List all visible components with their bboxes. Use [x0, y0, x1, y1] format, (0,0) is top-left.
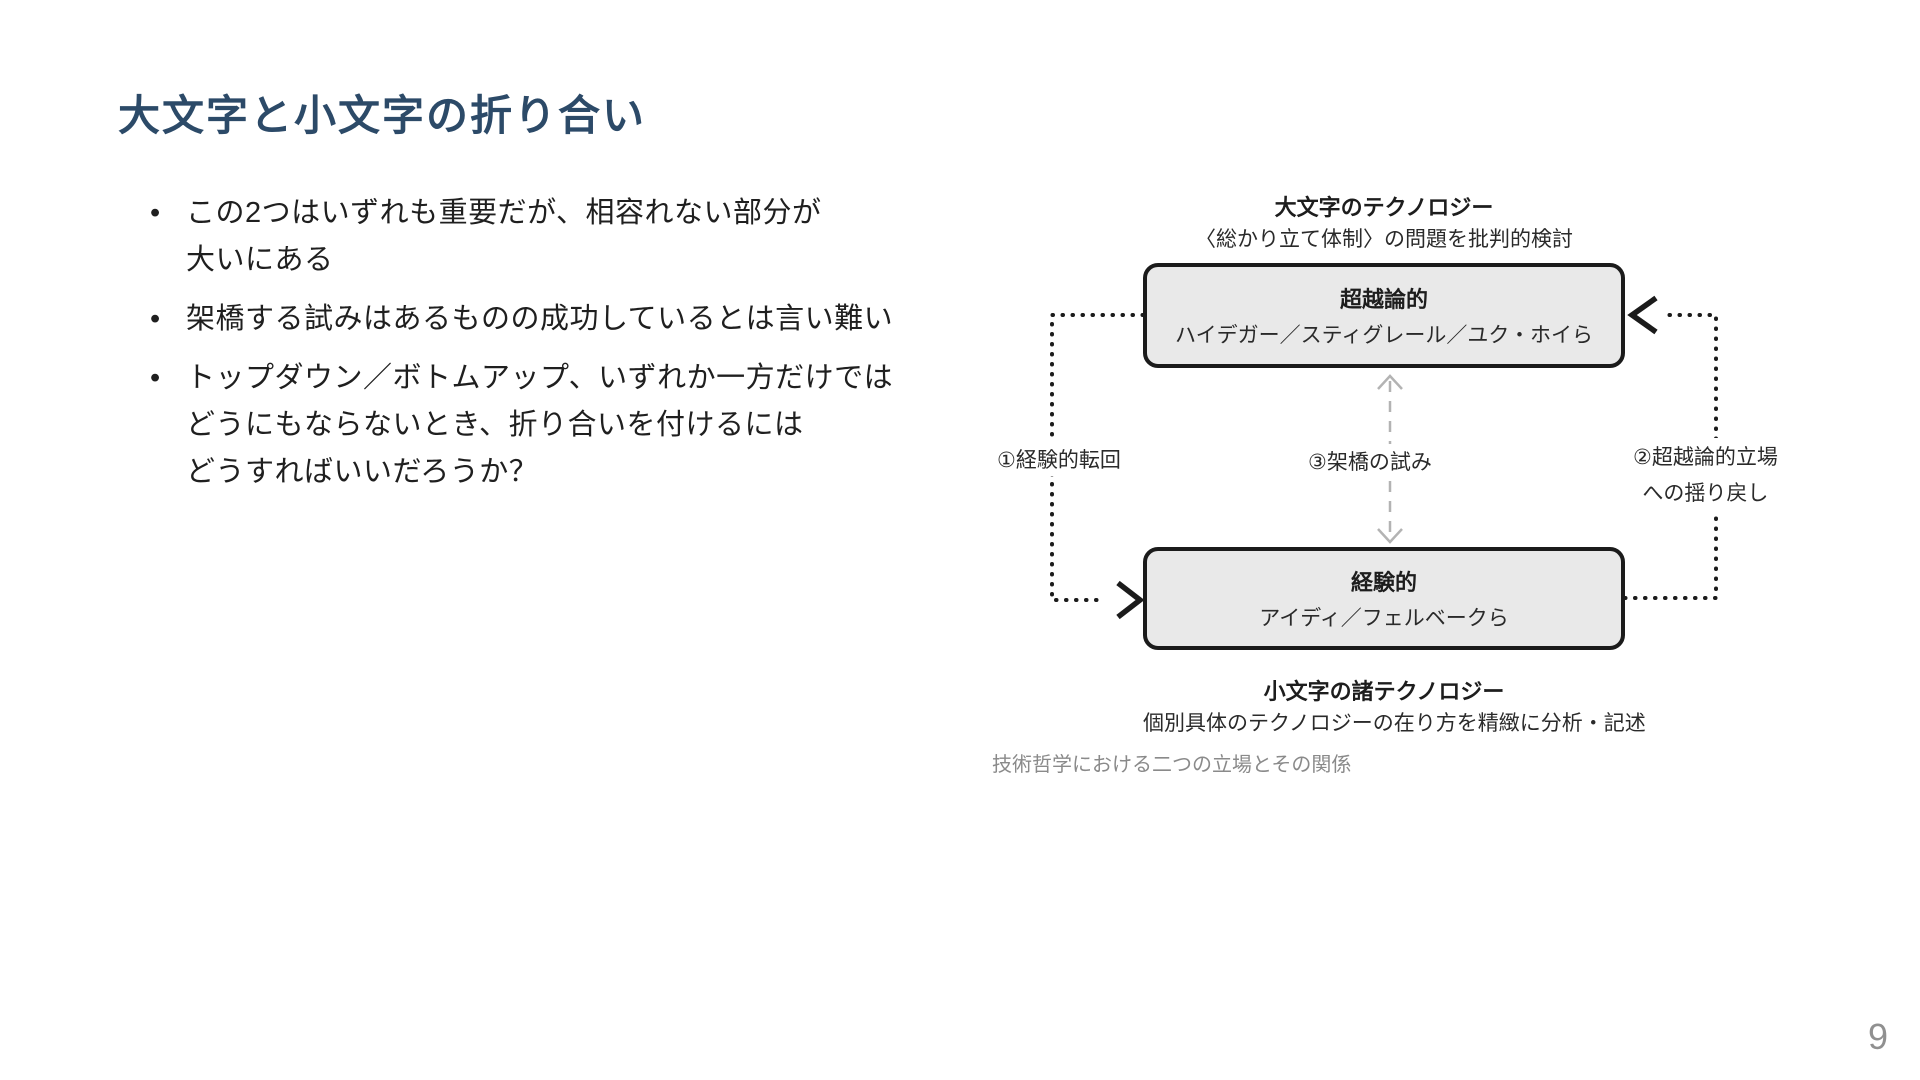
arrowhead-left-icon	[1627, 295, 1658, 335]
diagram-top-heading: 大文字のテクノロジー	[1274, 195, 1494, 220]
arrow-label-bridge: ③架橋の試み	[1305, 444, 1435, 478]
page-number: 9	[1867, 1016, 1888, 1057]
bullet-list: • この2つはいずれも重要だが、相容れない部分が 大いにある • 架橋する試みは…	[150, 190, 930, 508]
slide-title: 大文字と小文字の折り合い	[118, 92, 647, 139]
bullet-text: トップダウン／ボトムアップ、いずれか一方だけでは どうにもならないとき、折り合い…	[186, 355, 930, 496]
arrow-label-transcendental-return: ②超越論的立場 への揺り戻し	[1630, 438, 1781, 514]
diagram-top-description: 〈総かり立て体制〉の問題を批判的検討	[1195, 228, 1573, 251]
diagram-bottom-description: 個別具体のテクノロジーの在り方を精緻に分析・記述	[1143, 712, 1646, 735]
empirical-box-title: 経験的	[1350, 570, 1417, 595]
arrowhead-down-icon	[1377, 528, 1403, 544]
empirical-box-subtitle: アイディ／フェルベークら	[1259, 607, 1509, 630]
bullet-line: どうすればいいだろうか？	[186, 456, 539, 488]
bullet-item: • トップダウン／ボトムアップ、いずれか一方だけでは どうにもならないとき、折り…	[150, 355, 930, 496]
arrow-label-empirical-turn: ①経験的転回	[994, 442, 1124, 476]
transcendental-box-subtitle: ハイデガー／スティグレール／ユク・ホイら	[1175, 324, 1593, 347]
transcendental-box-title: 超越論的	[1339, 287, 1428, 312]
bullet-dot-icon: •	[150, 303, 161, 335]
bullet-dot-icon: •	[150, 197, 161, 229]
arrowhead-up-icon	[1377, 374, 1403, 390]
cycle-diagram: 大文字のテクノロジー 〈総かり立て体制〉の問題を批判的検討 超越論的 ハイデガー…	[980, 180, 1850, 820]
bullet-line: この2つはいずれも重要だが、相容れない部分が	[186, 197, 822, 229]
arrow-label-transcendental-return-line2: への揺り戻し	[1642, 482, 1769, 505]
empirical-box: 経験的 アイディ／フェルベークら	[1143, 547, 1625, 650]
diagram-bottom-heading: 小文字の諸テクノロジー	[1263, 679, 1505, 704]
bullet-line: 大いにある	[186, 244, 334, 276]
bullet-item: • この2つはいずれも重要だが、相容れない部分が 大いにある	[150, 190, 930, 284]
bullet-line: どうにもならないとき、折り合いを付けるには	[186, 409, 804, 441]
bullet-line: 架橋する試みはあるものの成功しているとは言い難い	[186, 303, 894, 335]
empirical-turn-dotted-arrow	[1050, 313, 1145, 602]
bullet-item: • 架橋する試みはあるものの成功しているとは言い難い	[150, 296, 930, 343]
bullet-dot-icon: •	[150, 362, 161, 394]
diagram-caption: 技術哲学における二つの立場とその関係	[992, 754, 1352, 776]
bullet-text: この2つはいずれも重要だが、相容れない部分が 大いにある	[186, 190, 930, 284]
bullet-text: 架橋する試みはあるものの成功しているとは言い難い	[186, 296, 930, 343]
arrowhead-right-icon	[1116, 580, 1145, 620]
arrow-label-transcendental-return-line1: ②超越論的立場	[1633, 446, 1778, 469]
transcendental-box: 超越論的 ハイデガー／スティグレール／ユク・ホイら	[1143, 263, 1625, 368]
bullet-line: トップダウン／ボトムアップ、いずれか一方だけでは	[186, 362, 894, 394]
